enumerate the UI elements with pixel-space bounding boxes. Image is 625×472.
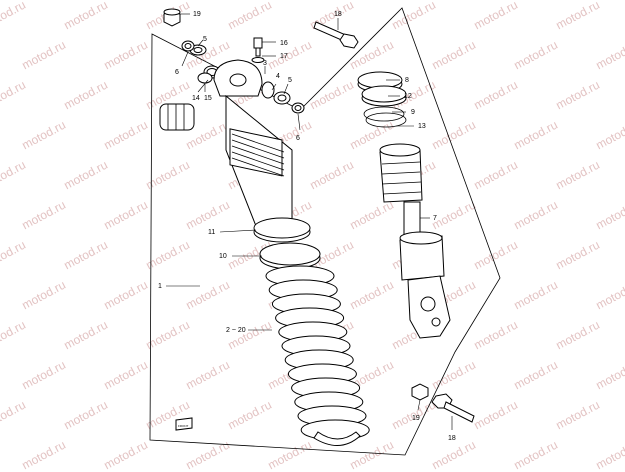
coil-spring (265, 265, 370, 441)
adjuster-nut-10 (259, 242, 321, 270)
callout-13: 13 (418, 123, 426, 130)
callout-3: 3 (263, 60, 267, 67)
bump-stop (379, 143, 423, 203)
damper-rod-7 (403, 201, 421, 237)
callout-8: 8 (405, 77, 409, 84)
assembly-boundary (149, 7, 501, 456)
collar-6-right (291, 102, 305, 114)
shock-body (213, 59, 293, 227)
callout-19-bottom: 19 (412, 415, 420, 422)
callout-12: 12 (404, 93, 412, 100)
callout-18-top: 18 (334, 11, 342, 18)
callout-6-left: 6 (175, 69, 179, 76)
callout-17: 17 (280, 53, 288, 60)
callout-19-top: 19 (193, 11, 201, 18)
nut-19-top (163, 8, 181, 27)
front-marker: FRONT (175, 417, 193, 431)
washer-5-right (273, 91, 291, 105)
callout-15: 15 (204, 95, 212, 102)
leader-lines (166, 13, 453, 430)
callout-10: 10 (219, 253, 227, 260)
callout-6-right: 6 (296, 135, 300, 142)
bolt-18-bottom (431, 393, 475, 423)
callout-1: 1 (158, 283, 162, 290)
spring-seat (313, 431, 361, 446)
stopper-9 (363, 106, 407, 128)
reservoir-cap (159, 103, 195, 131)
callout-14: 14 (192, 95, 200, 102)
bearing-15 (197, 72, 213, 84)
bolt-16 (253, 37, 263, 57)
front-marker-label: FRONT (178, 424, 188, 428)
lock-nut-11 (253, 217, 311, 243)
body-threads (231, 133, 285, 177)
callout-5-left: 5 (203, 36, 207, 43)
bushing-4 (261, 81, 275, 99)
bolt-18-top (313, 21, 359, 49)
callout-11: 11 (208, 229, 215, 236)
collar-6-left (181, 40, 195, 52)
callout-9: 9 (411, 109, 415, 116)
callout-16: 16 (280, 40, 288, 47)
callout-2-20: 2 ~ 20 (226, 327, 246, 334)
lower-mount (399, 231, 451, 339)
washer-17 (251, 57, 265, 63)
nut-19-bottom (411, 383, 429, 401)
spring-guide-12 (361, 85, 407, 107)
callout-18-bottom: 18 (448, 435, 456, 442)
callout-4: 4 (276, 73, 280, 80)
callout-labels: 19 18 5 6 14 15 16 17 3 4 5 6 8 12 9 13 … (158, 11, 456, 442)
callout-5-right: 5 (288, 77, 292, 84)
callout-7: 7 (433, 215, 437, 222)
